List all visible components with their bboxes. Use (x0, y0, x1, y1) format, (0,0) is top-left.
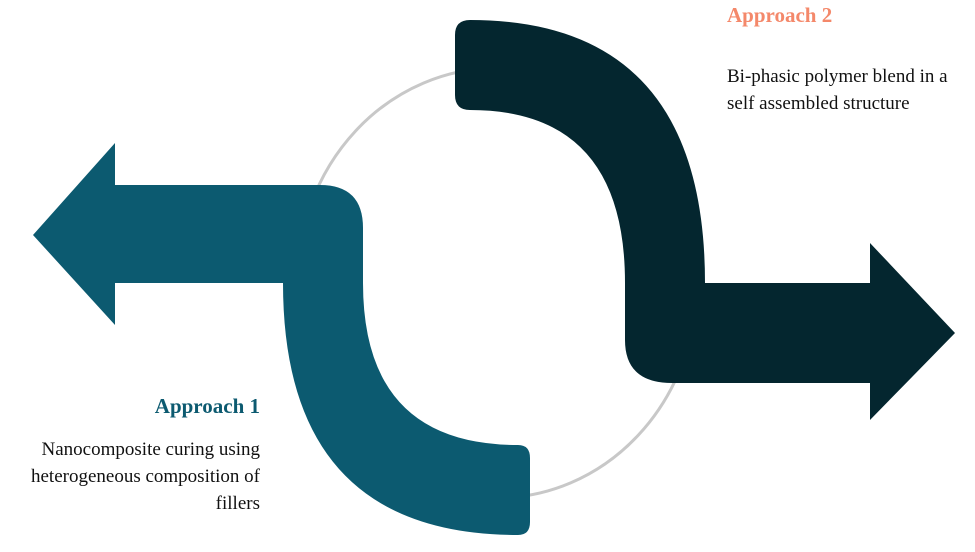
approach-2-title: Approach 2 (727, 3, 833, 27)
approach-1-arrow (33, 143, 530, 535)
approach-1-title: Approach 1 (154, 394, 260, 418)
approach-2-description: Bi-phasic polymer blend in a self assemb… (727, 66, 948, 114)
approach-2-arrow (455, 20, 955, 420)
approach-1-description: Nanocomposite curing using heterogeneous… (30, 439, 260, 514)
